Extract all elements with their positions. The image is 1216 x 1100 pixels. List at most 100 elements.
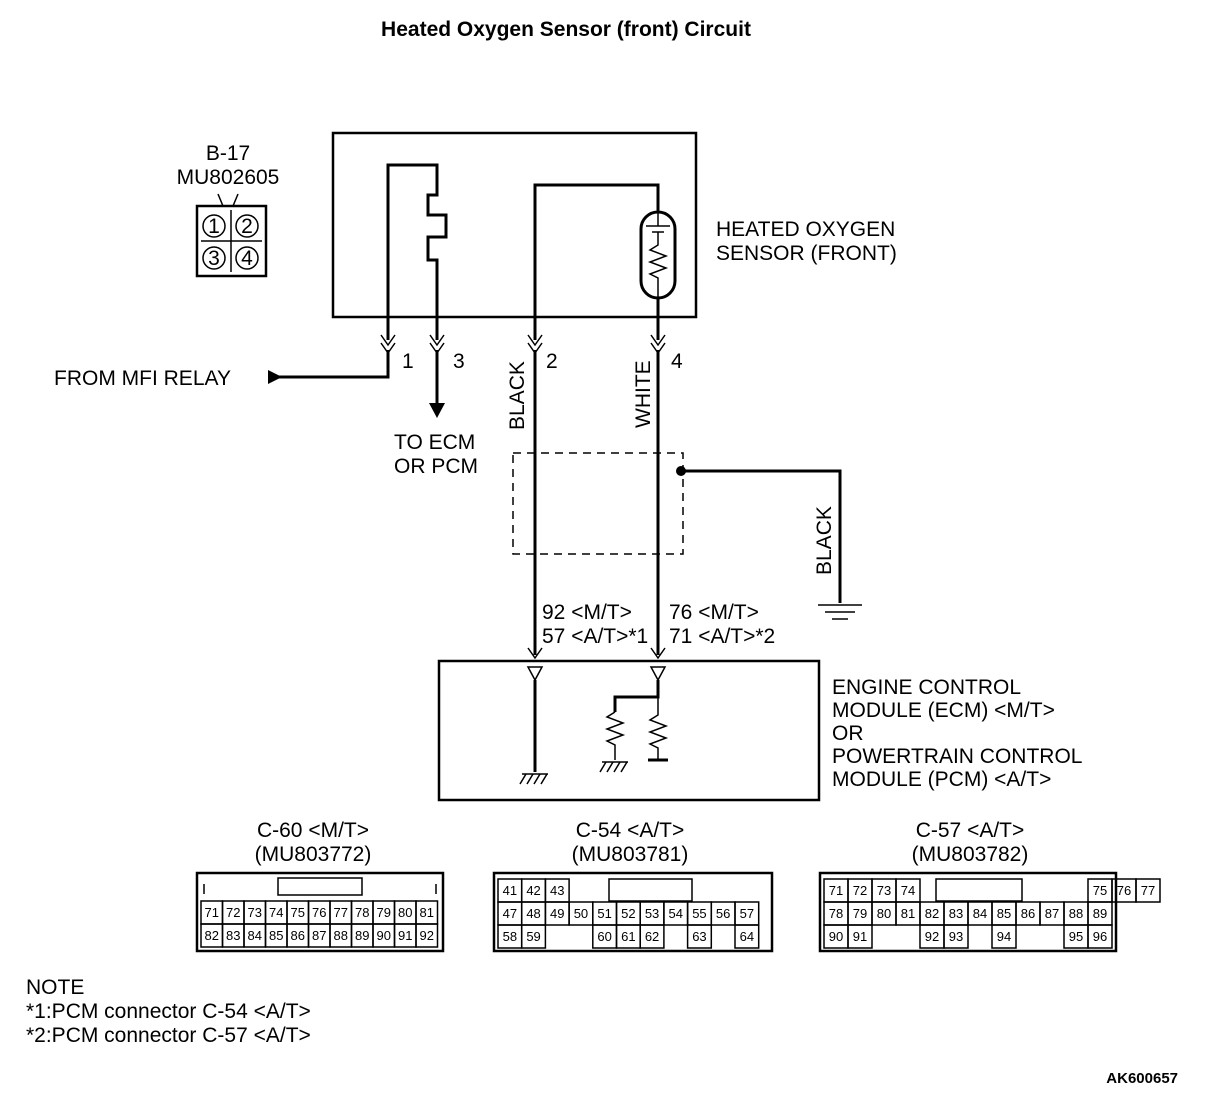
connector-latch-icon xyxy=(217,193,239,207)
ecm-pin-marker-right xyxy=(649,666,667,682)
page-title: Heated Oxygen Sensor (front) Circuit xyxy=(381,18,751,41)
sensor-box xyxy=(331,131,698,319)
c57-id: C-57 <A/T> xyxy=(916,819,1025,842)
sensor-connector-part: MU802605 xyxy=(177,166,280,189)
note-line-2: *2:PCM connector C-57 <A/T> xyxy=(26,1024,311,1047)
pin-label-2: 2 xyxy=(546,350,558,373)
figure-code: AK600657 xyxy=(1106,1070,1178,1087)
pin-cell xyxy=(991,924,1017,949)
down-arrow-icon xyxy=(429,403,445,418)
pin-number: 91 xyxy=(853,929,867,944)
pin-number: 73 xyxy=(877,883,891,898)
heater-element xyxy=(386,163,448,340)
pin-number: 94 xyxy=(997,929,1011,944)
ecm-label-line1: ENGINE CONTROL xyxy=(832,676,1021,699)
pin-number: 79 xyxy=(377,905,391,920)
pin-number: 71 xyxy=(205,905,219,920)
sensor-connector-id: B-17 xyxy=(206,142,250,165)
pin-cell xyxy=(686,924,713,949)
ecm-box xyxy=(437,659,821,802)
c57-part: (MU803782) xyxy=(912,843,1029,866)
pin-number: 64 xyxy=(740,929,754,944)
ecm-ground-icon-left xyxy=(519,773,548,785)
pin-number: 84 xyxy=(248,928,262,943)
pin-number: 53 xyxy=(645,906,659,921)
wire-color-white: WHITE xyxy=(632,360,655,428)
pin-cell xyxy=(847,924,873,949)
ecm-pin-right-mt: 76 <M/T> xyxy=(669,601,759,624)
pin-number: 72 xyxy=(853,883,867,898)
ecm-pin-left-mt: 92 <M/T> xyxy=(542,601,632,624)
ecm-label-line5: MODULE (PCM) <A/T> xyxy=(832,768,1051,791)
pin-cell xyxy=(943,924,969,949)
connector-pin-3: 3 xyxy=(208,247,220,270)
pin-number: 93 xyxy=(949,929,963,944)
connector-pin-1: 1 xyxy=(208,215,220,238)
from-mfi-label: FROM MFI RELAY xyxy=(54,367,231,390)
pin-number: 81 xyxy=(901,906,915,921)
pin-number: 62 xyxy=(645,929,659,944)
pin-cell xyxy=(639,924,665,949)
pin-number: 87 xyxy=(1045,906,1059,921)
pin-number: 51 xyxy=(597,906,611,921)
pin-number: 55 xyxy=(692,906,706,921)
pin-number: 50 xyxy=(574,906,588,921)
ecm-label-line3: OR xyxy=(832,722,864,745)
pin-number: 80 xyxy=(398,905,412,920)
pin-number: 85 xyxy=(269,928,283,943)
pin-number: 63 xyxy=(692,929,706,944)
wire-mfi-relay xyxy=(272,350,390,379)
pin-number: 78 xyxy=(355,905,369,920)
pin-number: 90 xyxy=(377,928,391,943)
sensor-label-line1: HEATED OXYGEN xyxy=(716,218,895,241)
ground-icon xyxy=(818,604,862,620)
pin-number: 48 xyxy=(526,906,540,921)
pin-label-4: 4 xyxy=(671,350,683,373)
pin-number: 91 xyxy=(398,928,412,943)
ecm-pin-left-at: 57 <A/T>*1 xyxy=(542,625,648,648)
c54-id: C-54 <A/T> xyxy=(576,819,685,842)
pin-number: 92 xyxy=(420,928,434,943)
ecm-label-line2: MODULE (ECM) <M/T> xyxy=(832,699,1055,722)
pin-number: 81 xyxy=(420,905,434,920)
to-ecm-label-2: OR PCM xyxy=(394,455,478,478)
sensor-label-line2: SENSOR (FRONT) xyxy=(716,242,897,265)
to-ecm-label-1: TO ECM xyxy=(394,431,475,454)
pin-number: 76 xyxy=(1117,883,1131,898)
wire-color-black: BLACK xyxy=(506,361,529,430)
pin-number: 72 xyxy=(226,905,240,920)
pin-number: 85 xyxy=(997,906,1011,921)
relay-arrow-icon xyxy=(268,370,282,384)
pin-number: 79 xyxy=(853,906,867,921)
pin-number: 76 xyxy=(312,905,326,920)
wire-color-ground: BLACK xyxy=(813,506,836,575)
c54-part: (MU803781) xyxy=(572,843,689,866)
pin-number: 74 xyxy=(269,905,283,920)
c60-part: (MU803772) xyxy=(255,843,372,866)
pin-cell xyxy=(734,924,760,949)
wire-shield-ground xyxy=(681,469,842,603)
pin-number: 88 xyxy=(334,928,348,943)
pin-number: 82 xyxy=(205,928,219,943)
pin-number: 86 xyxy=(291,928,305,943)
pin-number: 75 xyxy=(1093,883,1107,898)
pin-number: 54 xyxy=(669,906,683,921)
pin-number: 87 xyxy=(312,928,326,943)
pin-number: 43 xyxy=(550,883,564,898)
pin-number: 71 xyxy=(829,883,843,898)
pin-number: 89 xyxy=(355,928,369,943)
pin-number: 89 xyxy=(1093,906,1107,921)
ecm-resistor-right-icon xyxy=(647,697,669,760)
pin-number: 52 xyxy=(621,906,635,921)
ecm-pin-right-at: 71 <A/T>*2 xyxy=(669,625,775,648)
pin-cell xyxy=(1087,924,1113,949)
pin-number: 56 xyxy=(716,906,730,921)
pin-number: 49 xyxy=(550,906,564,921)
pin-number: 75 xyxy=(291,905,305,920)
sensor-signal-loop xyxy=(533,183,660,340)
pin-number: 80 xyxy=(877,906,891,921)
c60-id: C-60 <M/T> xyxy=(257,819,369,842)
